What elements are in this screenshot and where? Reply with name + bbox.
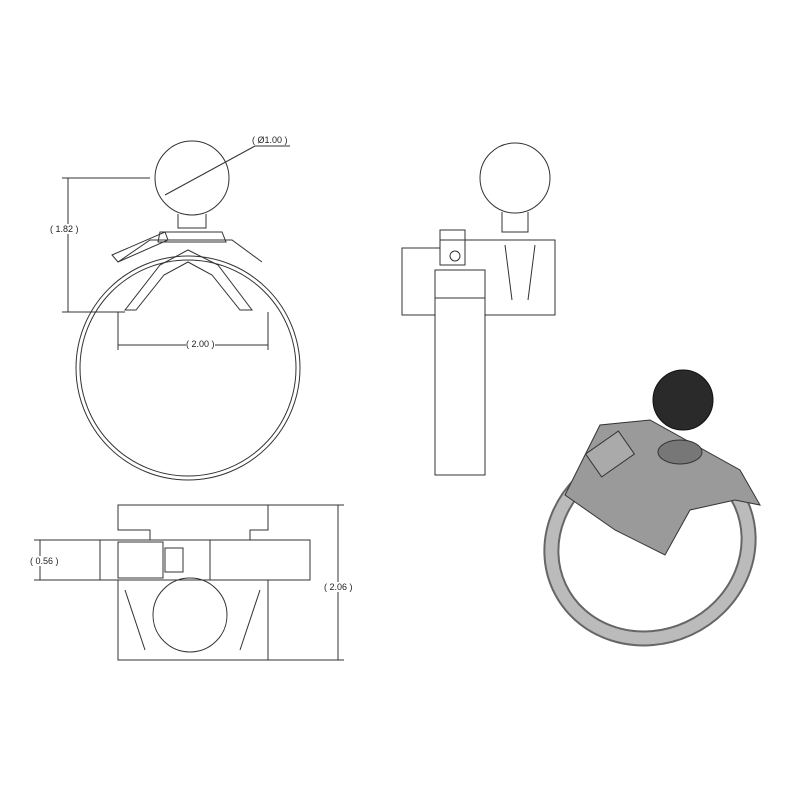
dim-depth: ( 2.06 )	[324, 582, 353, 592]
isometric-render	[543, 369, 761, 647]
dim-height: ( 1.82 )	[50, 224, 79, 234]
ball	[479, 142, 551, 214]
front-view	[62, 140, 301, 481]
ball	[652, 369, 714, 431]
side-view	[401, 142, 556, 476]
top-view	[34, 504, 344, 661]
dim-ball-diameter: ( Ø1.00 )	[252, 135, 288, 145]
ball	[154, 140, 230, 216]
dim-width: ( 2.00 )	[186, 339, 215, 349]
dim-strap-width: ( 0.56 )	[30, 556, 59, 566]
